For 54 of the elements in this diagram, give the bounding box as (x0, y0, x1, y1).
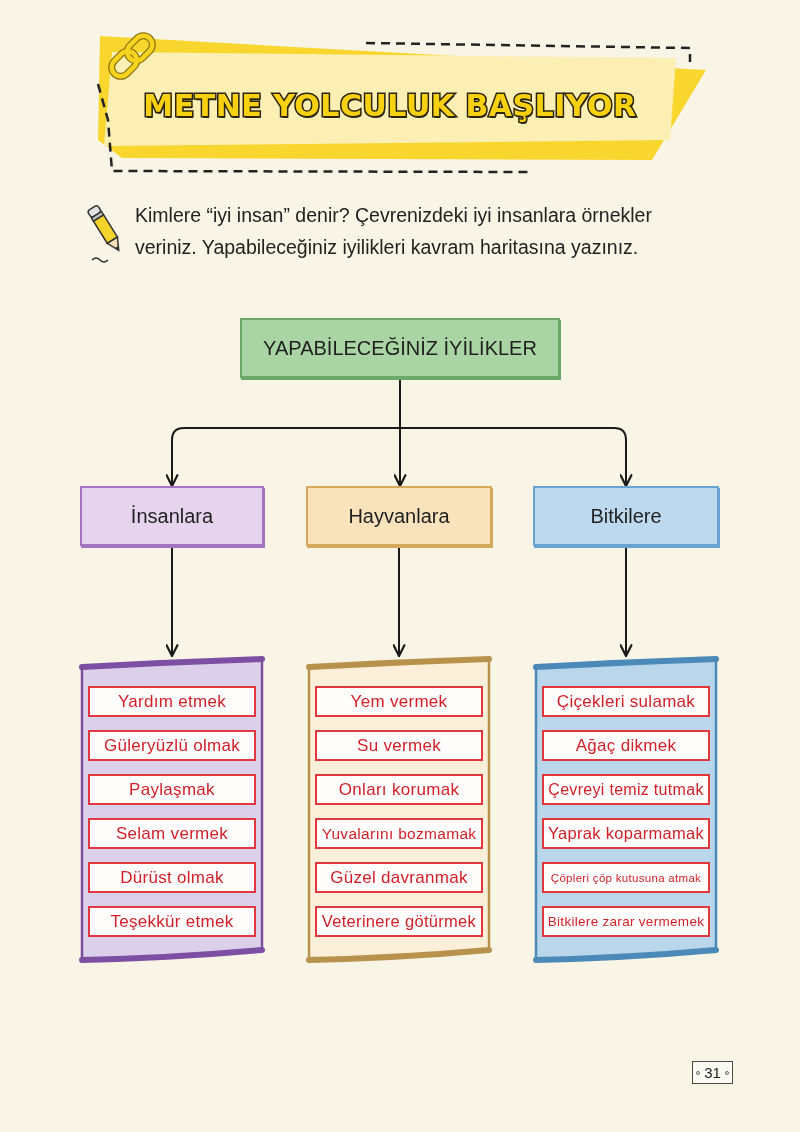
handwritten-answer: Onları korumak (338, 779, 460, 800)
category-label: Bitkilere (590, 504, 662, 528)
handwritten-answer: Yaprak koparmamak (547, 824, 705, 843)
answer-box (542, 818, 710, 849)
answer-box (315, 862, 483, 893)
category-box (306, 486, 492, 546)
answer-box (315, 686, 483, 717)
category-label: Hayvanlara (348, 504, 450, 528)
answer-box (88, 862, 256, 893)
scroll-panel (79, 656, 265, 964)
handwritten-answer: Güzel davranmak (330, 867, 468, 888)
handwritten-answer: Bitkilere zarar vermemek (547, 914, 705, 929)
answer-box (542, 730, 710, 761)
answer-box (542, 862, 710, 893)
instruction-text: Kimlere “iyi insan” denir? Çevrenizdeki iyi insanlara örnekler veriniz. Yapabileceğiniz iyilikleri kavram haritasına yazınız. (135, 203, 653, 260)
answer-box (88, 818, 256, 849)
page-number: 31 (692, 1061, 733, 1084)
scroll-panel (533, 656, 719, 964)
category-label: İnsanlara (130, 504, 214, 528)
handwritten-answer: Paylaşmak (129, 779, 215, 800)
arrow (619, 545, 633, 658)
category-label: YAPABİLECEĞİNİZ İYİLİKLER (263, 336, 537, 360)
handwritten-answer: Teşekkür etmek (110, 911, 234, 932)
title: METNE YOLCULUK BAŞLIYOR (142, 86, 638, 125)
handwritten-answer: Su vermek (357, 735, 441, 756)
answer-box (542, 686, 710, 717)
handwritten-answer: Dürüst olmak (120, 867, 224, 888)
answer-box (315, 818, 483, 849)
scroll-panel (306, 656, 492, 964)
answer-box (88, 906, 256, 937)
answer-box (88, 730, 256, 761)
arrow (399, 377, 633, 488)
answer-box (315, 730, 483, 761)
arrow (165, 545, 179, 658)
answer-box (88, 686, 256, 717)
handwritten-answer: Ağaç dikmek (575, 735, 677, 756)
category-box (240, 318, 560, 378)
answer-box (542, 906, 710, 937)
answer-box (542, 774, 710, 805)
handwritten-answer: Çiçekleri sulamak (556, 691, 696, 712)
answer-box (88, 774, 256, 805)
handwritten-answer: Çevreyi temiz tutmak (548, 780, 704, 799)
answer-box (315, 774, 483, 805)
handwritten-answer: Güleryüzlü olmak (103, 735, 241, 756)
handwritten-answer: Yem vermek (350, 691, 448, 712)
handwritten-answer: Çöpleri çöp kutusuna atmak (550, 871, 702, 884)
category-box (80, 486, 264, 546)
handwritten-answer: Yardım etmek (117, 691, 227, 712)
arrow (392, 545, 406, 658)
handwritten-answer: Selam vermek (115, 823, 229, 844)
answer-box (315, 906, 483, 937)
handwritten-answer: Veterinere götürmek (321, 912, 477, 931)
category-box (533, 486, 719, 546)
handwritten-answer: Yuvalarını bozmamak (321, 824, 477, 843)
